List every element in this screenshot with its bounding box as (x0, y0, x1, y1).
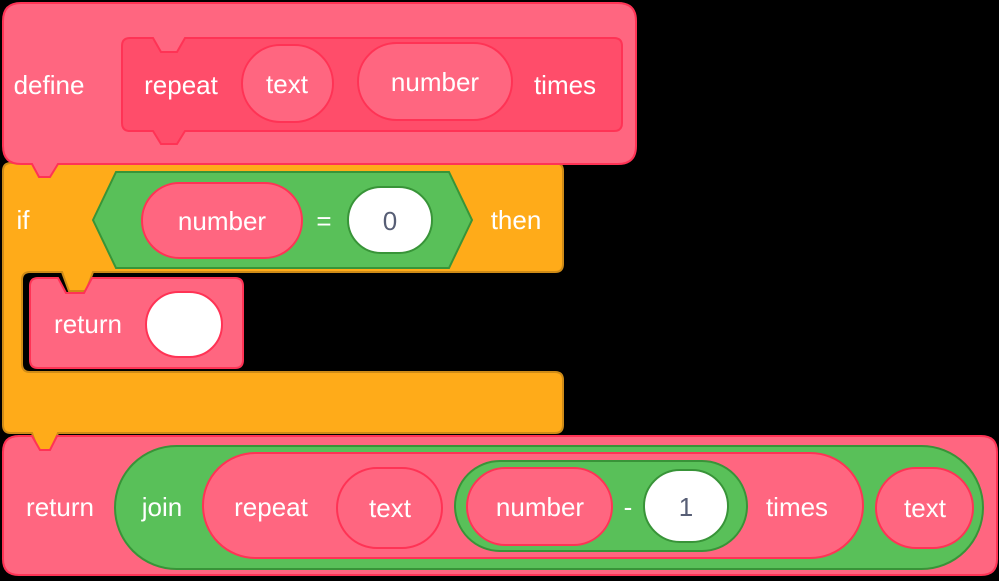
if-keyword-label: if (17, 205, 31, 235)
define-keyword-label: define (14, 70, 85, 100)
join-arg2-text-label: text (904, 493, 947, 523)
prototype-name-label: repeat (144, 70, 218, 100)
minus-number-reporter[interactable] (466, 467, 613, 546)
one-value-input[interactable] (643, 469, 729, 543)
zero-value-input[interactable] (347, 186, 433, 254)
minus-sign-label: - (624, 492, 633, 522)
then-keyword-label: then (491, 205, 542, 235)
join-label: join (141, 492, 182, 522)
param-text-reporter[interactable] (241, 44, 334, 123)
repeat-call-suffix-label: times (766, 492, 828, 522)
repeat-call-name-label: repeat (234, 492, 308, 522)
param-text-label: text (266, 69, 309, 99)
minus-number-label: number (496, 492, 584, 522)
return-empty-value-input[interactable] (145, 291, 223, 358)
call-arg-text-reporter[interactable] (336, 467, 443, 549)
number-variable-reporter[interactable] (141, 182, 303, 259)
equals-sign-label: = (316, 206, 331, 236)
one-value-label: 1 (679, 492, 693, 522)
return-join-keyword-label: return (26, 492, 94, 522)
number-variable-label: number (178, 206, 266, 236)
param-number-label: number (391, 67, 479, 97)
call-arg-text-label: text (369, 493, 412, 523)
prototype-suffix-label: times (534, 70, 596, 100)
param-number-reporter[interactable] (357, 42, 513, 121)
zero-value-label: 0 (383, 206, 397, 236)
return-empty-keyword-label: return (54, 309, 122, 339)
join-arg2-text-reporter[interactable] (875, 467, 974, 549)
